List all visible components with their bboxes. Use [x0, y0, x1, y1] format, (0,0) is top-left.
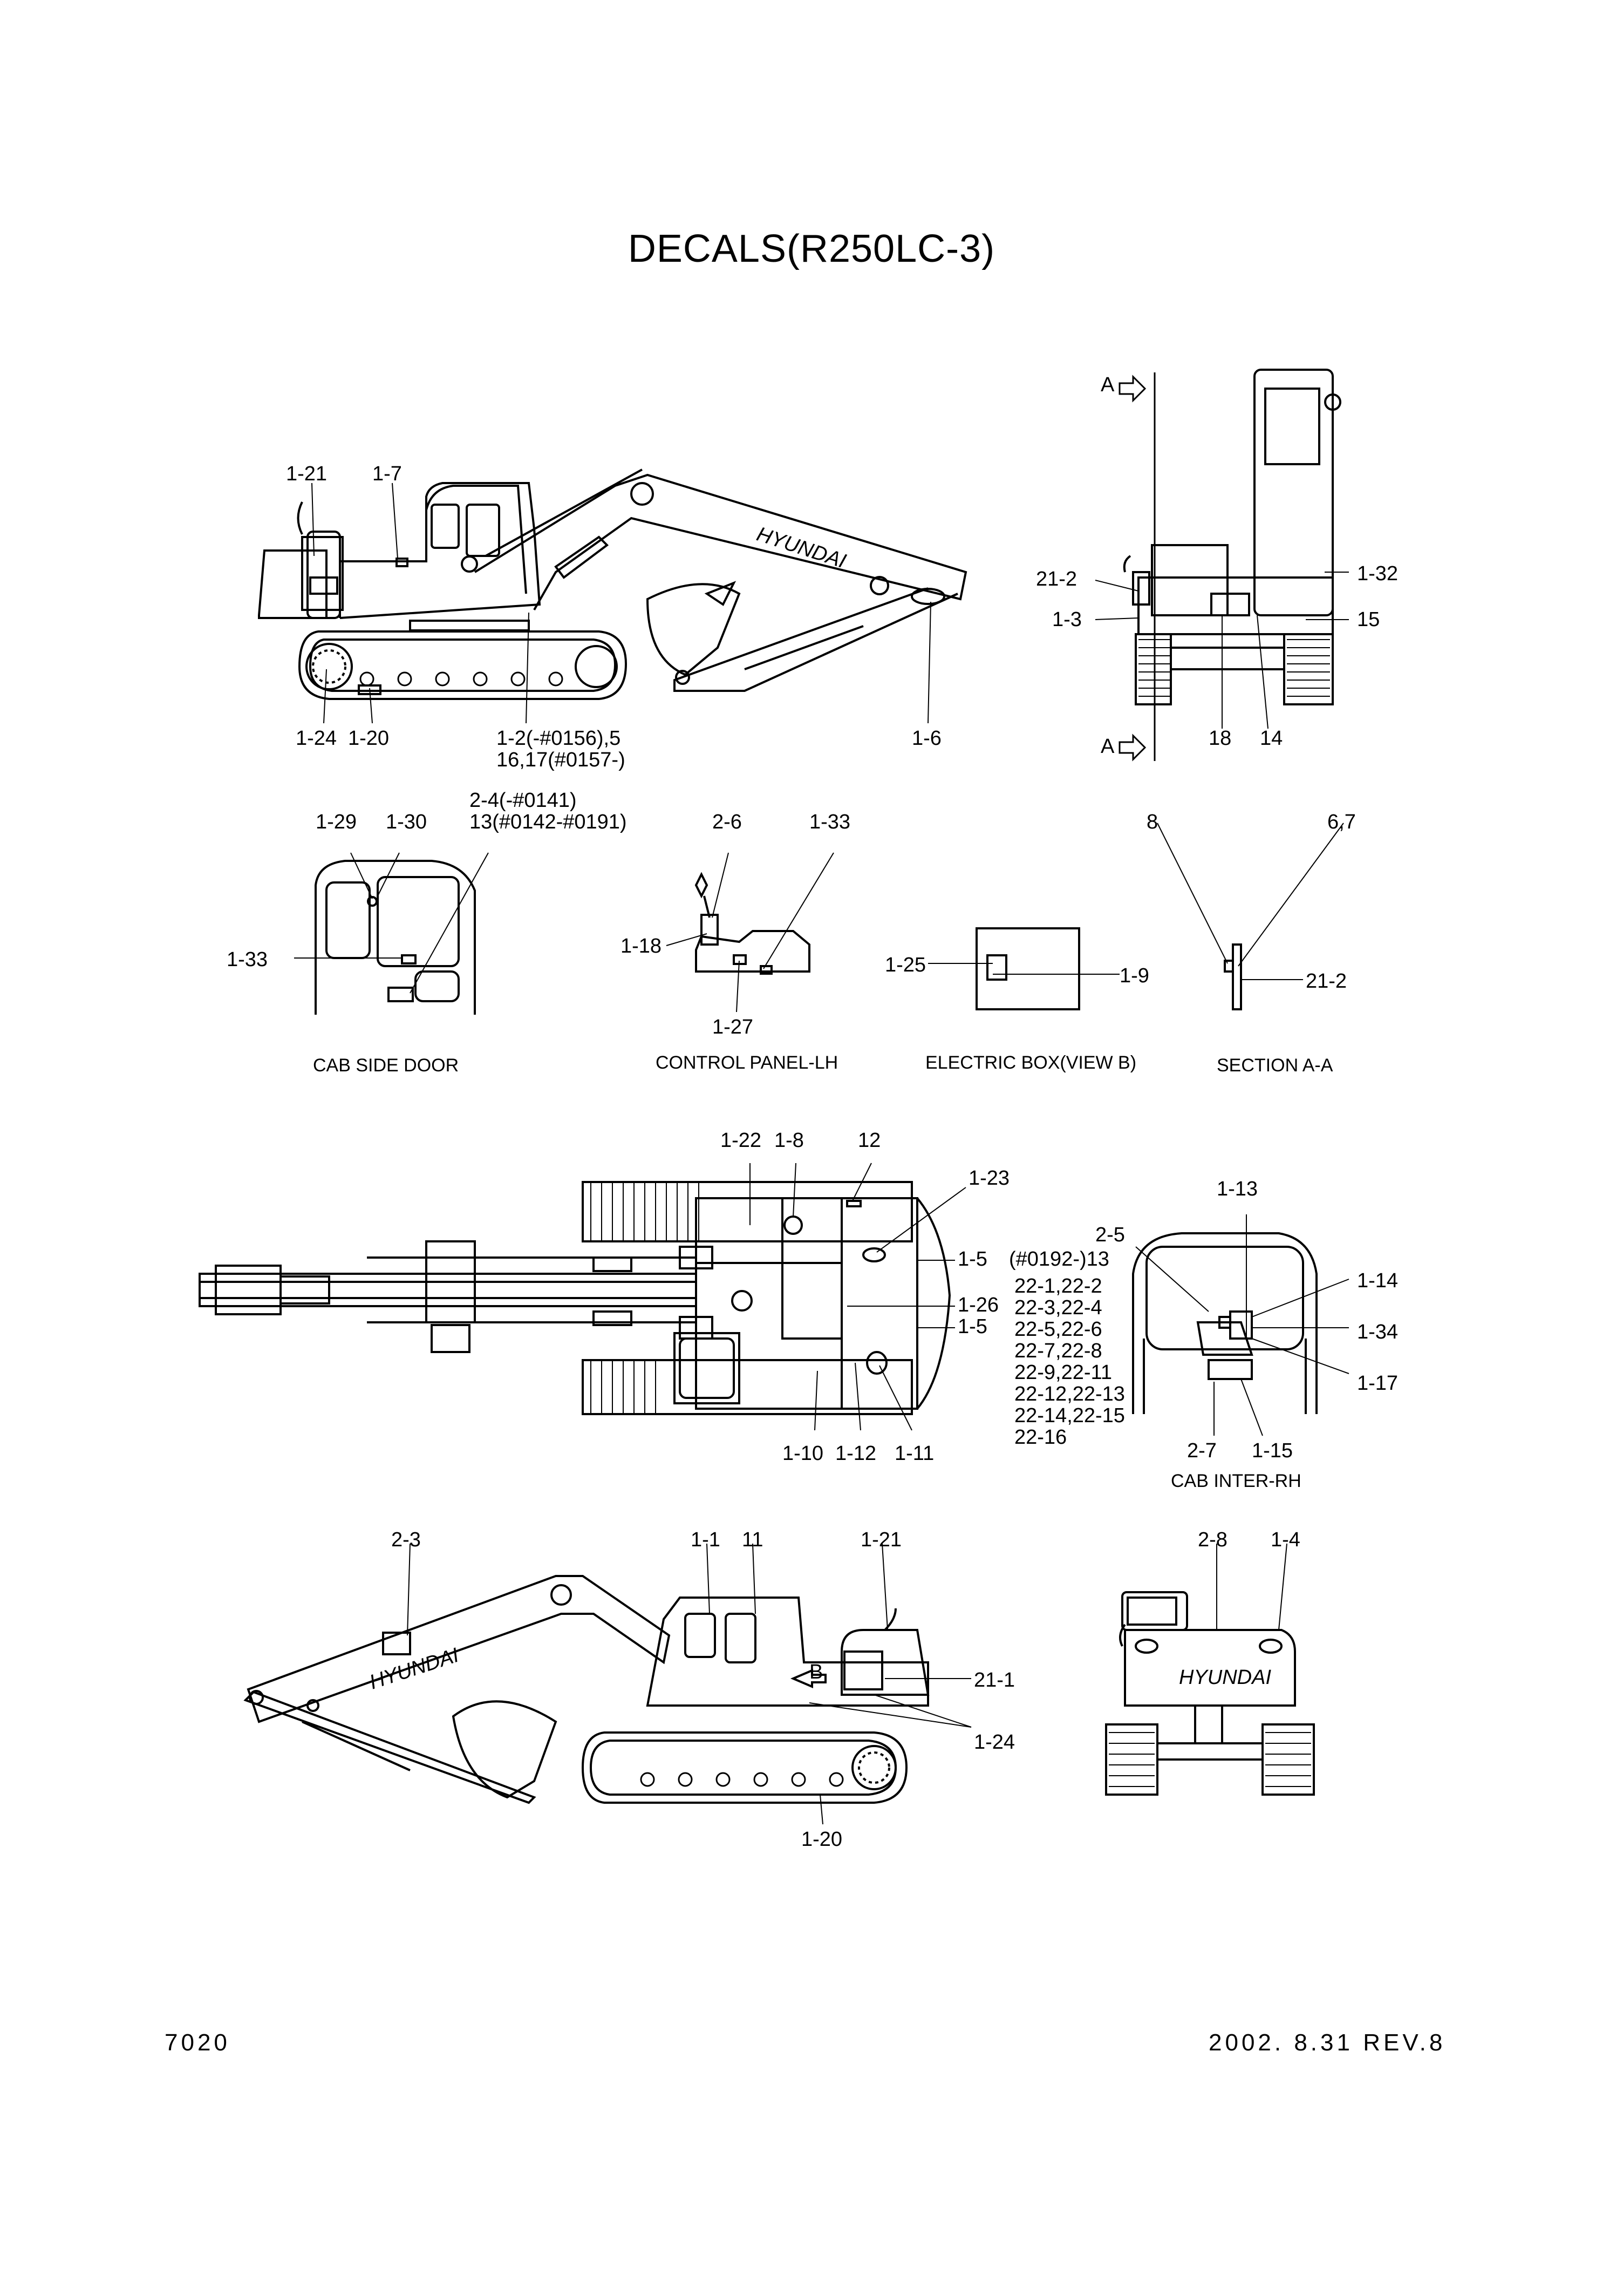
callout-1-27: 1-27 — [712, 1016, 753, 1038]
callout-1-8: 1-8 — [774, 1129, 804, 1152]
view-marker-b: B — [809, 1661, 823, 1683]
callout-21-1: 21-1 — [974, 1669, 1015, 1692]
callout-22-16: 22-16 — [1014, 1426, 1067, 1449]
callout-1-7: 1-7 — [372, 463, 402, 485]
section-marker-a-bottom: A — [1101, 735, 1115, 758]
callout-1-18: 1-18 — [620, 935, 662, 957]
excavator-rear-view: HYUNDAI — [1105, 1543, 1315, 1796]
callout-1-22: 1-22 — [720, 1129, 761, 1152]
excavator-left-side-view: HYUNDAI — [258, 468, 967, 700]
boom-logo: HYUNDAI — [754, 523, 849, 573]
callout-1-1: 1-1 — [691, 1529, 720, 1551]
page-title: DECALS(R250LC-3) — [628, 227, 995, 270]
callout-1-30: 1-30 — [386, 811, 427, 833]
callout-1-32: 1-32 — [1357, 562, 1398, 585]
right-boom-logo: HYUNDAI — [367, 1644, 462, 1694]
callout-1-11: 1-11 — [895, 1442, 934, 1465]
callout-22-12-22-13: 22-12,22-13 — [1014, 1383, 1125, 1405]
callout-1-29: 1-29 — [316, 811, 357, 833]
callout-1-10: 1-10 — [782, 1442, 823, 1465]
callout-22-3-22-4: 22-3,22-4 — [1014, 1296, 1102, 1319]
callout-13-range: 13(#0142-#0191) — [469, 811, 627, 833]
caption-electric-box: ELECTRIC BOX(VIEW B) — [925, 1052, 1137, 1073]
callout-1-13: 1-13 — [1217, 1178, 1258, 1200]
left-side-leaders — [311, 483, 931, 724]
callout-22-14-22-15: 22-14,22-15 — [1014, 1404, 1125, 1427]
callout-13-new: (#0192-)13 — [1009, 1248, 1109, 1271]
callout-22-7-22-8: 22-7,22-8 — [1014, 1340, 1102, 1362]
excavator-right-side-view: HYUNDAI — [243, 1543, 972, 1825]
callout-16-17: 16,17(#0157-) — [496, 749, 625, 771]
callout-2-8: 2-8 — [1198, 1529, 1228, 1551]
callout-1-26: 1-26 — [958, 1294, 999, 1316]
caption-cab-inter-rh: CAB INTER-RH — [1171, 1471, 1301, 1491]
caption-section-aa: SECTION A-A — [1217, 1055, 1333, 1076]
rear-logo: HYUNDAI — [1179, 1666, 1271, 1689]
callout-1-6: 1-6 — [912, 727, 942, 750]
callout-labels: 1-21 1-7 1-24 1-20 1-2(-#0156),5 16,17(#… — [227, 373, 1398, 1851]
callout-11: 11 — [742, 1529, 763, 1551]
callout-6-7: 6,7 — [1327, 811, 1356, 833]
callout-1-21-left: 1-21 — [286, 463, 327, 485]
callout-1-3: 1-3 — [1052, 608, 1082, 631]
excavator-top-view — [199, 1163, 966, 1431]
callout-1-4: 1-4 — [1271, 1529, 1300, 1551]
callout-1-34: 1-34 — [1357, 1321, 1398, 1343]
callout-22-5-22-6: 22-5,22-6 — [1014, 1318, 1102, 1341]
control-panel-lh-view — [666, 852, 834, 1013]
callout-1-20-left: 1-20 — [348, 727, 389, 750]
section-marker-a-top: A — [1101, 373, 1115, 396]
callout-1-20-right: 1-20 — [801, 1828, 842, 1851]
callout-1-23: 1-23 — [969, 1167, 1010, 1190]
callout-8: 8 — [1147, 811, 1158, 833]
callout-15: 15 — [1357, 608, 1380, 631]
callout-1-14: 1-14 — [1357, 1269, 1398, 1292]
callout-1-17: 1-17 — [1357, 1372, 1398, 1395]
callout-1-15: 1-15 — [1252, 1439, 1293, 1462]
revision-date: 2002. 8.31 REV.8 — [1209, 2029, 1446, 2056]
callout-22-1-22-2: 22-1,22-2 — [1014, 1275, 1102, 1298]
excavator-front-view — [1095, 369, 1349, 762]
callout-1-33-door: 1-33 — [227, 948, 268, 971]
callout-1-5-lower: 1-5 — [958, 1315, 987, 1338]
callout-1-24-right: 1-24 — [974, 1731, 1015, 1754]
callout-2-3: 2-3 — [391, 1529, 421, 1551]
callout-12: 12 — [858, 1129, 881, 1152]
callout-2-4: 2-4(-#0141) — [469, 789, 577, 812]
callout-1-21-right: 1-21 — [861, 1529, 902, 1551]
callout-1-12: 1-12 — [835, 1442, 876, 1465]
electric-box-view — [928, 927, 1120, 1010]
callout-22-9-22-11: 22-9,22-11 — [1014, 1361, 1112, 1384]
caption-control-panel-lh: CONTROL PANEL-LH — [656, 1052, 838, 1073]
callout-2-5: 2-5 — [1095, 1224, 1125, 1246]
section-aa-view — [1157, 823, 1344, 1010]
callout-2-6: 2-6 — [712, 811, 742, 833]
callout-14: 14 — [1260, 727, 1283, 750]
page-number: 7020 — [165, 2029, 230, 2056]
callout-1-9: 1-9 — [1120, 964, 1149, 987]
callout-18: 18 — [1209, 727, 1231, 750]
callout-1-2-5: 1-2(-#0156),5 — [496, 727, 620, 750]
callout-1-24-left: 1-24 — [296, 727, 337, 750]
callout-21-2-section: 21-2 — [1306, 970, 1347, 993]
cab-side-door-view — [294, 852, 489, 1015]
callout-1-25: 1-25 — [885, 954, 926, 976]
callout-1-33-panel: 1-33 — [809, 811, 850, 833]
callout-2-7: 2-7 — [1187, 1439, 1217, 1462]
callout-21-2-front: 21-2 — [1036, 568, 1077, 590]
cab-inter-rh-view — [1132, 1214, 1349, 1436]
caption-cab-side-door: CAB SIDE DOOR — [313, 1055, 459, 1076]
callout-1-5-upper: 1-5 — [958, 1248, 987, 1271]
